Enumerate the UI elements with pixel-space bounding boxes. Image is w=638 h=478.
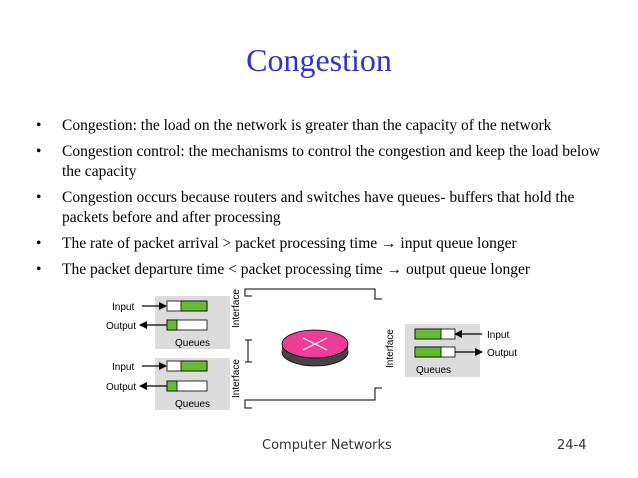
slide-title: Congestion	[246, 42, 392, 78]
input-label: Input	[487, 330, 509, 341]
input-label: Input	[112, 362, 134, 373]
output-label: Output	[106, 382, 136, 393]
bullet-icon: •	[36, 189, 42, 206]
bullet-list: • Congestion: the load on the network is …	[36, 116, 606, 286]
input-label: Input	[112, 302, 134, 313]
bullet-text: The packet departure time < packet proce…	[62, 261, 530, 278]
bullet-text: The rate of packet arrival > packet proc…	[62, 235, 517, 252]
bullet-item: • Congestion: the load on the network is …	[36, 116, 606, 136]
router-enclosure	[244, 288, 382, 409]
input-queue-fill	[180, 360, 208, 372]
interface-label: Interface	[385, 329, 396, 368]
queues-label: Queues	[416, 365, 451, 376]
output-label: Output	[487, 348, 517, 359]
bullet-icon: •	[36, 235, 42, 252]
interface-label: Interface	[231, 289, 242, 328]
footer-course: Computer Networks	[262, 438, 392, 453]
output-queue-fill	[166, 319, 178, 331]
queues-label: Queues	[175, 338, 210, 349]
input-queue-fill	[180, 300, 208, 312]
output-queue-fill	[414, 346, 442, 358]
bullet-text: Congestion occurs because routers and sw…	[62, 189, 575, 226]
right-queue-group: Input Output Queues	[405, 324, 517, 377]
bullet-icon: •	[36, 261, 42, 278]
bullet-text: Congestion control: the mechanisms to co…	[62, 143, 601, 180]
output-queue-fill	[166, 380, 178, 392]
input-queue-fill	[414, 328, 442, 340]
bullet-item: • The packet departure time < packet proc…	[36, 260, 606, 280]
output-label: Output	[106, 321, 136, 332]
queues-label: Queues	[175, 399, 210, 410]
bullet-icon: •	[36, 117, 42, 134]
left-top-queue-group: Input Output Queues	[106, 296, 230, 349]
bullet-item: • Congestion occurs because routers and s…	[36, 188, 606, 228]
left-bottom-queue-group: Input Output Queues	[106, 358, 230, 410]
footer-page-number: 24-4	[557, 438, 587, 453]
bullet-item: • Congestion control: the mechanisms to c…	[36, 142, 606, 182]
interface-label: Interface	[231, 359, 242, 398]
bullet-item: • The rate of packet arrival > packet pro…	[36, 234, 606, 254]
bullet-text: Congestion: the load on the network is g…	[62, 117, 552, 134]
bullet-icon: •	[36, 143, 42, 160]
router-icon	[281, 329, 349, 367]
